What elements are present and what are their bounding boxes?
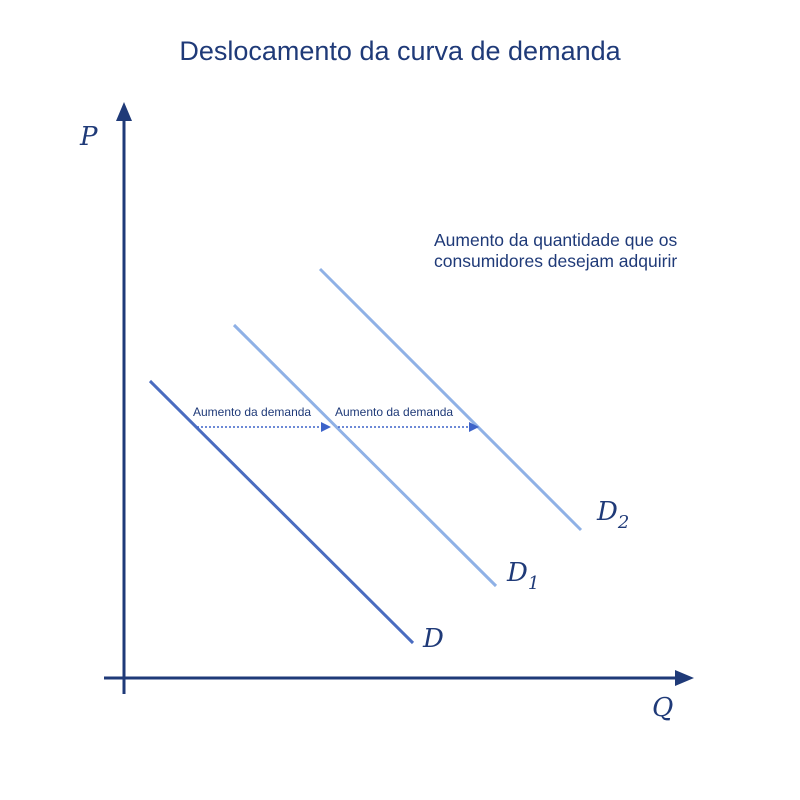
- note-line-1: Aumento da quantidade que os: [434, 230, 678, 250]
- y-axis-label: P: [79, 122, 98, 152]
- shift-label-2: Aumento da demanda: [335, 405, 453, 419]
- quantity-increase-note: Aumento da quantidade que os consumidore…: [434, 230, 754, 272]
- note-line-2: consumidores desejam adquirir: [434, 251, 678, 271]
- x-axis-arrowhead: [675, 670, 694, 686]
- curve-label-d2: D2: [596, 497, 629, 533]
- shift-label-1: Aumento da demanda: [193, 405, 311, 419]
- shift-arrowhead-2: [469, 422, 479, 432]
- curve-label-d1: D1: [506, 558, 539, 594]
- y-axis-arrowhead: [116, 102, 132, 121]
- shift-arrowhead-1: [321, 422, 331, 432]
- diagram-title: Deslocamento da curva de demanda: [179, 36, 621, 66]
- x-axis-label: Q: [652, 693, 673, 723]
- demand-curve-d2: [318, 267, 583, 532]
- curve-label-d: D: [422, 624, 444, 654]
- demand-curve-d: [148, 379, 415, 645]
- demand-curve-d1: [232, 323, 498, 588]
